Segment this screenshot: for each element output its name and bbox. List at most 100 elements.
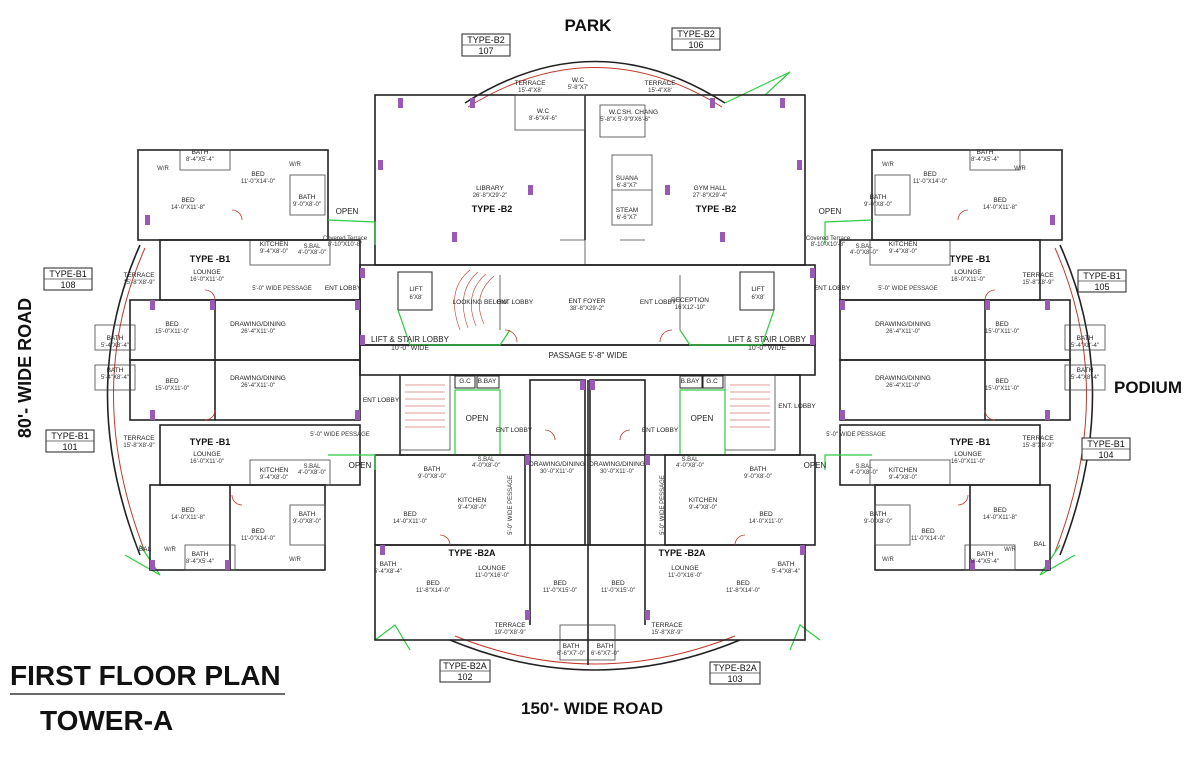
- room-wr: W/R: [1014, 166, 1026, 172]
- plan-subtitle: TOWER-A: [40, 705, 173, 736]
- room-dim: 6'-6"X7': [617, 215, 637, 221]
- room-dim: 15'-8"X8'-9": [123, 443, 154, 449]
- room-ent-lobby: ENT LOBBY: [814, 285, 851, 292]
- room-drawing: DRAWING/DINING: [875, 375, 931, 382]
- room-labels: TERRACE 15'-4"X8' W.C 5'-8"X7' W.C 8'-6"…: [101, 77, 1099, 657]
- passage-label: PASSAGE 5'-8" WIDE: [549, 351, 628, 360]
- room-bed: BED: [403, 511, 417, 518]
- room-dim: 9'-4"X8'-0": [889, 475, 917, 481]
- room-bal: BAL: [139, 546, 152, 553]
- room-ent-lobby: ENT LOBBY: [496, 427, 533, 434]
- room-dim: 5'-4"X8'-4": [101, 375, 129, 381]
- room-ent-lobby: ENT LOBBY: [497, 299, 534, 306]
- room-dim: 9'-4"X8'-0": [458, 505, 486, 511]
- looking-below: LOOKING BELOW: [453, 299, 509, 306]
- room-dim: 16'-0"X11'-0": [190, 277, 224, 283]
- room-dim: 6'-6"X7'-0": [591, 651, 619, 657]
- type-label: TYPE -B2A: [658, 548, 706, 558]
- svg-text:104: 104: [1098, 450, 1113, 460]
- room-bed: BED: [923, 171, 937, 178]
- passage-label: 5'-0" WIDE PESSAGE: [508, 475, 514, 535]
- room-bbay: B.BAY: [681, 378, 700, 385]
- top-block: [374, 94, 806, 266]
- plan-title: FIRST FLOOR PLAN: [10, 660, 281, 691]
- room-ent-lobby: ENT LOBBY: [325, 285, 362, 292]
- room-wc: W.C: [572, 77, 585, 84]
- svg-text:TYPE-B2: TYPE-B2: [677, 29, 715, 39]
- room-sbal: S.BAL: [477, 457, 495, 463]
- passage-label: 5'-0" WIDE PESSAGE: [826, 432, 886, 438]
- room-bath: BATH: [107, 367, 124, 374]
- room-kitchen: KITCHEN: [889, 467, 918, 474]
- passage-label: 5'-0" WIDE PESSAGE: [660, 475, 666, 535]
- room-dim: 15'-0"X11'-0": [155, 329, 189, 335]
- room-gc: G.C: [459, 378, 471, 385]
- room-dim: 30'-0"X11'-0": [600, 469, 634, 475]
- room-dim: 11'-0"X16'-0": [668, 573, 702, 579]
- room-dim: 8'-4"X5'-4": [971, 559, 999, 565]
- passage-label: 5'-0" WIDE PESSAGE: [252, 286, 312, 292]
- room-lounge: LOUNGE: [193, 451, 221, 458]
- unit-tag-107: TYPE-B2 107: [461, 33, 511, 57]
- room-drawing: DRAWING/DINING: [230, 321, 286, 328]
- room-ent-lobby: ENT LOBBY: [363, 397, 400, 404]
- room-bed: BED: [921, 528, 935, 535]
- unit-tag-108: TYPE-B1 108: [43, 267, 93, 291]
- room-dim: 15'-0"X11'-0": [985, 329, 1019, 335]
- room-steam: STEAM: [616, 207, 638, 214]
- unit-tag-104: TYPE-B1 104: [1081, 437, 1131, 461]
- room-dim: 6'-6"X7'-0": [557, 651, 585, 657]
- svg-text:TYPE-B2A: TYPE-B2A: [713, 663, 757, 673]
- room-dim: 15'-0"X11'-0": [985, 386, 1019, 392]
- room-terrace: TERRACE: [1022, 272, 1054, 279]
- room-bath: BATH: [1077, 335, 1094, 342]
- room-dim: 15'-0"X11'-0": [155, 386, 189, 392]
- open-label: OPEN: [804, 461, 827, 470]
- park-label: PARK: [565, 16, 613, 35]
- room-terrace: TERRACE: [494, 622, 526, 629]
- room-dim: 5'-4"X8'-4": [1071, 375, 1099, 381]
- room-wc: W.C: [609, 109, 622, 116]
- room-bed: BED: [165, 321, 179, 328]
- svg-text:103: 103: [727, 674, 742, 684]
- room-dim: 5'-8"X7': [568, 85, 588, 91]
- room-dim: 4'-0"X8'-0": [850, 470, 878, 476]
- svg-text:TYPE-B1: TYPE-B1: [49, 269, 87, 279]
- room-bed: BED: [736, 580, 750, 587]
- room-dim: 16'-0"X11'-0": [951, 277, 985, 283]
- room-ent-lobby: ENT LOBBY: [642, 427, 679, 434]
- room-dim: 9'-4"X8'-0": [260, 475, 288, 481]
- room-kitchen: KITCHEN: [889, 241, 918, 248]
- room-ent-lobby: ENT LOBBY: [640, 299, 677, 306]
- room-dim: 4'-0"X8'-0": [298, 250, 326, 256]
- room-terrace: TERRACE: [123, 435, 155, 442]
- room-dim: 8'-4"X5'-4": [186, 559, 214, 565]
- room-wc: W.C: [537, 108, 550, 115]
- room-sbal: S.BAL: [855, 464, 873, 470]
- unit-tags: TYPE-B2 107 TYPE-B2 106 TYPE-B1 108 TYPE…: [43, 27, 1131, 685]
- room-terrace: TERRACE: [123, 272, 155, 279]
- room-dim: 26'-4"X11'-0": [241, 329, 275, 335]
- room-drawing: DRAWING/DINING: [589, 461, 645, 468]
- room-wr: W/R: [164, 547, 176, 553]
- room-dim: 9'-0"X8'-0": [864, 202, 892, 208]
- svg-text:102: 102: [457, 672, 472, 682]
- room-terrace: TERRACE: [514, 80, 546, 87]
- svg-text:TYPE-B2A: TYPE-B2A: [443, 661, 487, 671]
- bottom-road-label: 150'- WIDE ROAD: [521, 699, 663, 718]
- type-label: TYPE -B1: [950, 254, 991, 264]
- room-ent-foyer: ENT FOYER: [568, 298, 605, 305]
- room-bed: BED: [181, 197, 195, 204]
- room-dim: 5'-4"X8'-4": [101, 343, 129, 349]
- unit-tag-106: TYPE-B2 106: [671, 27, 721, 51]
- type-label: TYPE -B2: [472, 204, 513, 214]
- room-library: LIBRARY: [476, 185, 504, 192]
- room-lift: LIFT: [409, 286, 422, 293]
- room-bath: BATH: [563, 643, 580, 650]
- room-dim: 9'-4"X8'-0": [689, 505, 717, 511]
- room-dim: 4'-0"X8'-0": [850, 250, 878, 256]
- room-lounge: LOUNGE: [954, 451, 982, 458]
- room-sbal: S.BAL: [303, 464, 321, 470]
- left-wing: [94, 149, 376, 571]
- room-dim: 10'-0" WIDE: [748, 345, 786, 352]
